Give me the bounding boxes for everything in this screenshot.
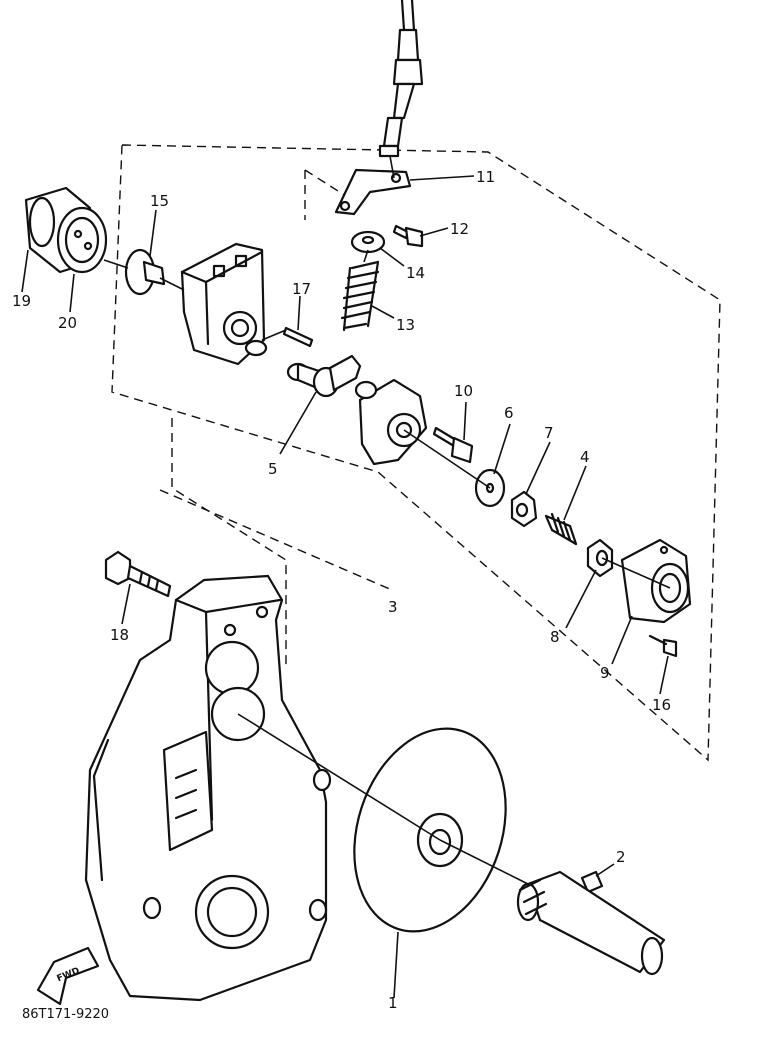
callout-14: 14 [406,264,425,282]
assembly-boundary [111,144,721,762]
collar-nut-part [510,490,538,528]
drawing-code: 86T171-9220 [22,1007,109,1022]
callout-labels: 1 2 3 4 5 6 7 8 9 10 11 12 13 14 15 16 1… [12,168,671,1012]
small-bolt-part [392,224,424,248]
roll-pin-part [282,326,314,348]
disc-part [353,727,507,933]
callout-leaders [21,175,669,999]
callout-19: 19 [12,292,31,310]
callout-8: 8 [550,628,560,646]
callout-16: 16 [652,696,671,714]
key-part [580,870,604,894]
bushing-part [586,538,614,578]
fwd-arrow-icon: FWD [36,946,100,1006]
spring-part [340,260,380,332]
callout-5: 5 [268,460,278,478]
callout-7: 7 [544,424,554,442]
callout-18: 18 [110,626,129,644]
hex-bolt-part [432,426,474,464]
callout-3: 3 [388,598,398,616]
lever-shaft-part [286,354,362,398]
cover-plate-part [354,378,428,466]
collar-part [350,230,386,254]
callout-6: 6 [504,404,514,422]
callout-9: 9 [600,664,610,682]
callout-15: 15 [150,192,169,210]
cap-part [24,186,108,274]
callout-17: 17 [292,280,311,298]
callout-4: 4 [580,448,590,466]
housing-part [180,242,268,366]
callout-11: 11 [476,168,495,186]
callout-12: 12 [450,220,469,238]
shaft-part [516,870,666,976]
center-lines [103,155,671,885]
callout-10: 10 [454,382,473,400]
throttle-cable [378,0,424,158]
callout-20: 20 [58,314,77,332]
small-spring-part [544,512,578,546]
bracket-part [334,168,412,216]
callout-13: 13 [396,316,415,334]
long-bolt-part [104,550,172,598]
screw-part [648,634,678,658]
flanged-pin-part [124,248,166,296]
callout-1: 1 [388,994,398,1012]
callout-2: 2 [616,848,626,866]
